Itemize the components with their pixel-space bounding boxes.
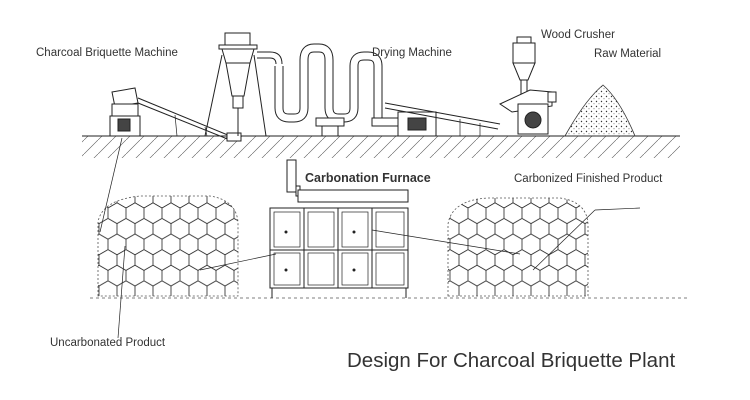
uncarbonated-stack-drawing bbox=[97, 195, 239, 297]
ground bbox=[82, 135, 680, 158]
carbonized-stack-drawing bbox=[447, 197, 589, 297]
plant-title: Design For Charcoal Briquette Plant bbox=[347, 349, 675, 372]
leader-lines bbox=[99, 137, 641, 339]
label-uncarbonated-product: Uncarbonated Product bbox=[50, 337, 166, 349]
label-raw-material: Raw Material bbox=[594, 48, 661, 60]
wood-crusher-drawing bbox=[498, 36, 557, 135]
dryer-feeder-drawing bbox=[371, 102, 501, 137]
raw-material-pile bbox=[564, 84, 636, 137]
cyclone-separator-drawing bbox=[204, 32, 283, 137]
label-carbonation-furnace: Carbonation Furnace bbox=[305, 171, 431, 185]
label-carbonized-product: Carbonized Finished Product bbox=[514, 173, 663, 185]
label-wood-crusher: Wood Crusher bbox=[541, 29, 615, 41]
drying-pipe-base bbox=[315, 117, 345, 136]
carbonation-furnace-drawing bbox=[269, 159, 409, 298]
briquette-machine-drawing bbox=[109, 87, 242, 142]
label-briquette-machine: Charcoal Briquette Machine bbox=[36, 47, 178, 59]
label-drying-machine: Drying Machine bbox=[372, 47, 452, 59]
